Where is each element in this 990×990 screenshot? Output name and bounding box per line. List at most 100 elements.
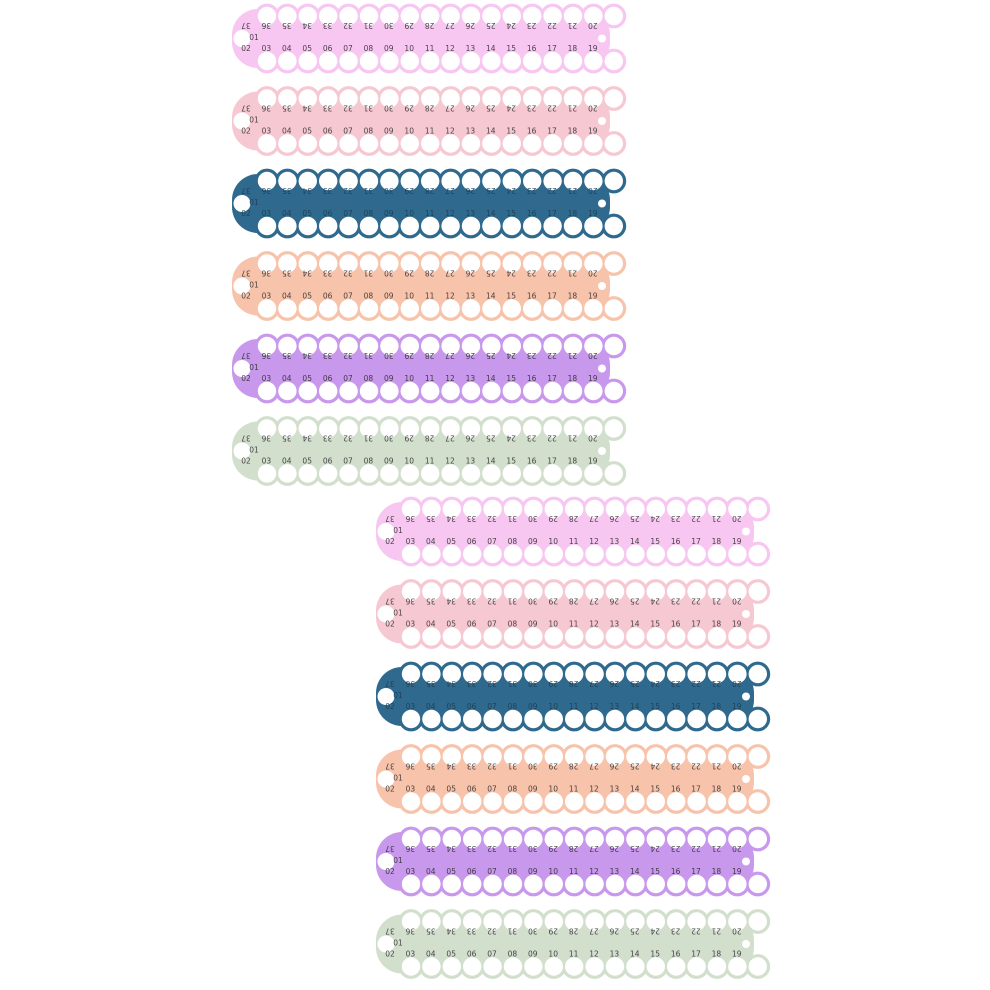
hole bbox=[523, 254, 542, 273]
number-label: 14 bbox=[630, 867, 640, 876]
number-label: 18 bbox=[712, 785, 722, 794]
number-label: 09 bbox=[384, 44, 394, 53]
number-label: 36 bbox=[261, 104, 271, 113]
number-label: 37 bbox=[241, 351, 251, 360]
hole bbox=[524, 829, 543, 849]
hole bbox=[524, 709, 543, 729]
hole bbox=[604, 299, 623, 318]
hole bbox=[667, 829, 686, 849]
number-label: 09 bbox=[384, 292, 394, 301]
hole bbox=[461, 51, 481, 71]
number-label: 35 bbox=[426, 762, 436, 771]
hole bbox=[298, 216, 317, 236]
hole bbox=[401, 829, 421, 849]
number-label: 07 bbox=[487, 867, 497, 876]
number-label: 18 bbox=[568, 374, 578, 383]
number-label: 20 bbox=[588, 104, 598, 113]
number-label: 29 bbox=[404, 104, 414, 113]
hole bbox=[605, 912, 625, 931]
hole bbox=[707, 544, 727, 564]
hole bbox=[646, 627, 665, 646]
hole bbox=[400, 6, 419, 26]
hole bbox=[359, 381, 379, 401]
number-label: 19 bbox=[732, 620, 742, 629]
hole bbox=[359, 6, 379, 26]
hole bbox=[626, 544, 645, 564]
hole bbox=[646, 709, 665, 729]
hole bbox=[298, 171, 317, 191]
number-label: 08 bbox=[364, 457, 374, 466]
number-label: 29 bbox=[548, 762, 558, 771]
number-label: 13 bbox=[610, 620, 620, 629]
hole bbox=[421, 171, 440, 191]
hole bbox=[585, 829, 604, 849]
number-label: 21 bbox=[567, 104, 577, 113]
number-label: 12 bbox=[589, 702, 599, 711]
hang-hole bbox=[742, 775, 750, 783]
number-label: 08 bbox=[508, 867, 518, 876]
number-label: 23 bbox=[671, 679, 681, 688]
number-label: 37 bbox=[241, 434, 251, 443]
number-label: 37 bbox=[385, 597, 395, 606]
number-label: 04 bbox=[426, 950, 436, 959]
hole bbox=[422, 829, 441, 849]
hole bbox=[523, 89, 542, 108]
hole bbox=[503, 664, 523, 684]
number-label: 36 bbox=[405, 597, 415, 606]
number-label: 16 bbox=[671, 867, 681, 876]
number-label: 07 bbox=[343, 374, 353, 383]
number-label: 27 bbox=[445, 186, 455, 195]
hole bbox=[626, 912, 645, 931]
hole bbox=[463, 829, 482, 849]
number-label: 02 bbox=[241, 127, 251, 136]
number-label: 36 bbox=[405, 762, 415, 771]
hole bbox=[463, 912, 482, 931]
hole bbox=[401, 664, 421, 684]
hole bbox=[442, 829, 461, 849]
number-label: 28 bbox=[569, 597, 579, 606]
hole bbox=[544, 582, 563, 601]
number-label-01: 01 bbox=[393, 609, 403, 618]
number-label: 14 bbox=[630, 785, 640, 794]
hole bbox=[544, 912, 563, 931]
hole bbox=[748, 709, 767, 729]
hole bbox=[359, 216, 379, 236]
hole bbox=[565, 582, 584, 601]
number-label: 14 bbox=[486, 127, 496, 136]
hole bbox=[605, 582, 625, 601]
number-label: 21 bbox=[711, 844, 721, 853]
hole bbox=[563, 6, 583, 26]
number-label: 03 bbox=[262, 44, 272, 53]
hole bbox=[585, 544, 604, 564]
number-label: 28 bbox=[425, 351, 435, 360]
number-label: 30 bbox=[528, 762, 538, 771]
hole bbox=[503, 627, 523, 646]
hole bbox=[585, 792, 604, 811]
number-label: 04 bbox=[282, 374, 292, 383]
hole bbox=[543, 299, 562, 318]
hole bbox=[461, 336, 481, 356]
hole bbox=[482, 254, 501, 273]
number-label: 37 bbox=[385, 679, 395, 688]
number-label: 34 bbox=[302, 269, 312, 278]
number-label: 20 bbox=[732, 597, 742, 606]
hole-grid bbox=[257, 254, 623, 318]
number-label: 05 bbox=[446, 537, 456, 546]
number-label: 08 bbox=[364, 374, 374, 383]
hole bbox=[401, 627, 421, 646]
number-label: 13 bbox=[466, 292, 476, 301]
number-label: 26 bbox=[609, 762, 619, 771]
number-label: 26 bbox=[609, 927, 619, 936]
hole bbox=[565, 912, 584, 931]
hole bbox=[646, 829, 665, 849]
hole bbox=[422, 664, 441, 684]
hole bbox=[563, 464, 583, 483]
